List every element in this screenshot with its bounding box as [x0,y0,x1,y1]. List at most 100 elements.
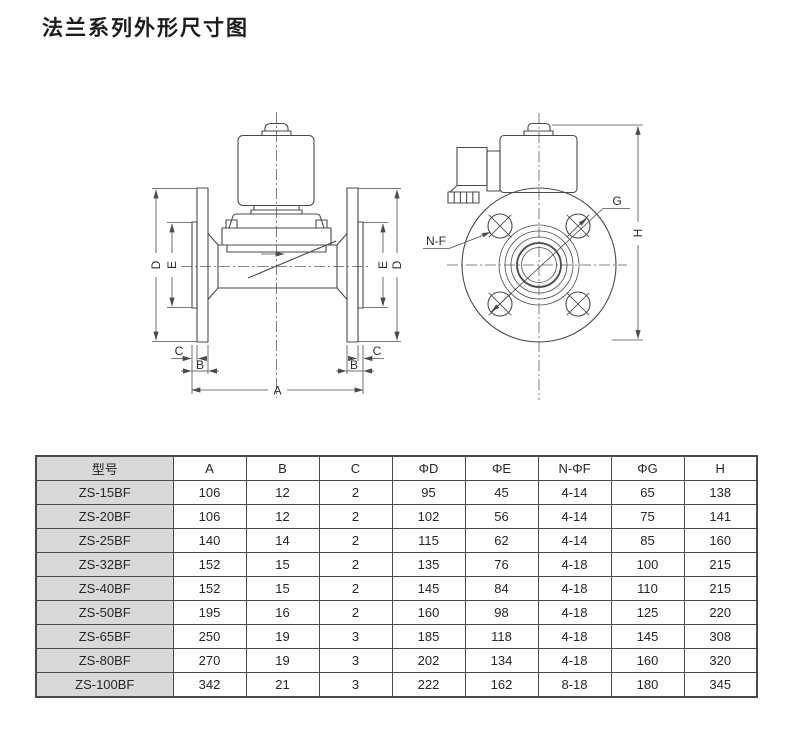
value-cell: 320 [683,648,758,673]
valve-body [207,227,348,300]
dimension-d-left: D [149,188,197,342]
dim-label-g: G [612,194,621,208]
dimension-b-left: B [181,358,219,374]
value-cell: 345 [683,672,758,698]
value-cell: 222 [391,672,466,698]
value-cell: 250 [172,624,247,649]
value-cell: 12 [245,504,320,529]
dimension-e-left: E [165,222,192,308]
flange-outer-circle [461,187,617,343]
value-cell: 180 [610,672,685,698]
value-cell: 125 [610,600,685,625]
value-cell: 215 [683,552,758,577]
value-cell: 145 [610,624,685,649]
value-cell: 2 [318,528,393,553]
value-cell: 16 [245,600,320,625]
value-cell: 115 [391,528,466,553]
column-header: A [172,455,247,481]
dim-label-h: H [631,229,645,238]
dim-label-a: A [273,384,281,398]
value-cell: 76 [464,552,539,577]
value-cell: 110 [610,576,685,601]
value-cell: 4-14 [537,528,612,553]
value-cell: 4-18 [537,600,612,625]
value-cell: 152 [172,552,247,577]
value-cell: 19 [245,624,320,649]
dim-label-nf: N-F [426,234,446,248]
column-header: B [245,455,320,481]
column-header: H [683,455,758,481]
bolt-circle-callout: G [490,194,630,313]
value-cell: 145 [391,576,466,601]
value-cell: 4-18 [537,624,612,649]
value-cell: 56 [464,504,539,529]
model-cell: ZS-32BF [35,552,174,577]
dim-label-e: E [376,261,390,269]
value-cell: 4-14 [537,504,612,529]
dimension-d-right: D [358,188,404,342]
value-cell: 118 [464,624,539,649]
dim-label-b: B [350,358,358,372]
front-view-drawing: G N-F H [423,113,645,400]
value-cell: 195 [172,600,247,625]
value-cell: 15 [245,552,320,577]
value-cell: 162 [464,672,539,698]
dim-label-d: D [390,260,404,269]
value-cell: 19 [245,648,320,673]
electrical-connector [447,146,501,204]
dim-label-c: C [175,344,184,358]
dim-label-d: D [149,260,163,269]
port-bore-circle [516,242,562,288]
value-cell: 308 [683,624,758,649]
valve-seat-line [247,240,337,279]
dimension-e-right: E [363,222,390,308]
value-cell: 3 [318,672,393,698]
right-flange [346,187,364,343]
value-cell: 65 [610,480,685,505]
side-view-drawing: D E E [149,112,404,398]
value-cell: 4-14 [537,480,612,505]
model-cell: ZS-80BF [35,648,174,673]
column-header: ΦG [610,455,685,481]
value-cell: 98 [464,600,539,625]
solenoid-coil [237,134,315,207]
column-header: ΦD [391,455,466,481]
value-cell: 106 [172,504,247,529]
dimension-c-right: C [348,344,384,362]
value-cell: 141 [683,504,758,529]
value-cell: 2 [318,504,393,529]
dimension-c-left: C [171,344,207,362]
dim-label-e: E [165,261,179,269]
column-header: 型号 [35,455,174,481]
value-cell: 160 [683,528,758,553]
value-cell: 15 [245,576,320,601]
model-cell: ZS-65BF [35,624,174,649]
value-cell: 100 [610,552,685,577]
value-cell: 95 [391,480,466,505]
value-cell: 85 [610,528,685,553]
value-cell: 135 [391,552,466,577]
value-cell: 342 [172,672,247,698]
value-cell: 4-18 [537,576,612,601]
raised-face-rings [498,224,580,306]
value-cell: 202 [391,648,466,673]
value-cell: 270 [172,648,247,673]
value-cell: 2 [318,600,393,625]
value-cell: 62 [464,528,539,553]
column-header: ΦE [464,455,539,481]
dim-label-c: C [373,344,382,358]
value-cell: 215 [683,576,758,601]
value-cell: 12 [245,480,320,505]
value-cell: 106 [172,480,247,505]
value-cell: 8-18 [537,672,612,698]
model-cell: ZS-15BF [35,480,174,505]
